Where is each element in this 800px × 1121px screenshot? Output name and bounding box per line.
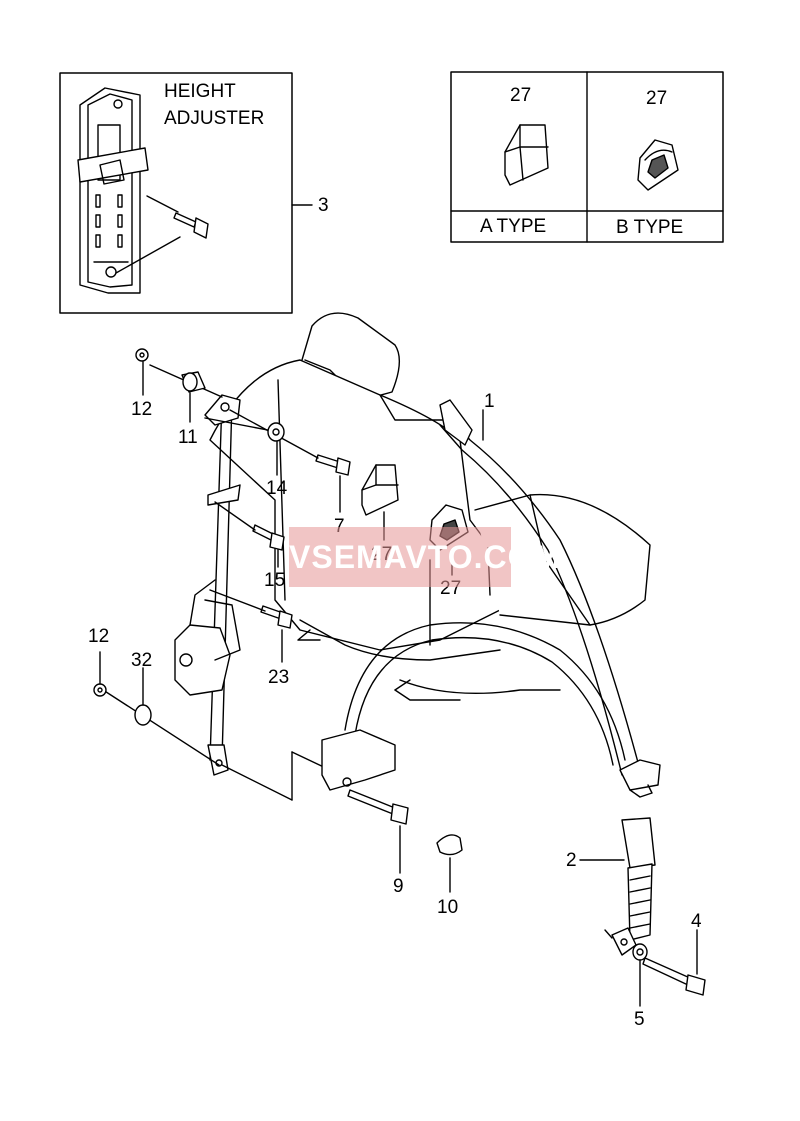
- small-parts: [93, 348, 706, 996]
- retractor-assembly: [99, 364, 331, 801]
- callout-15: 15: [264, 570, 286, 591]
- type-table: [450, 71, 724, 243]
- callout-32: 32: [131, 650, 153, 671]
- height-adjuster-title-line1: HEIGHT: [164, 81, 236, 102]
- callout-7: 7: [334, 517, 345, 536]
- height-adjuster-title-line2: ADJUSTER: [164, 108, 265, 129]
- callout-14: 14: [266, 478, 288, 499]
- callout-12-top: 12: [131, 399, 153, 420]
- callout-1: 1: [484, 391, 495, 412]
- b-type-part-number: 27: [646, 88, 668, 109]
- callout-leaders: [99, 361, 698, 1007]
- a-type-part-number: 27: [510, 85, 532, 106]
- watermark: VSEMAVTO.COM: [289, 527, 560, 587]
- callout-5: 5: [634, 1009, 645, 1030]
- callout-11: 11: [178, 427, 198, 448]
- callout-3: 3: [318, 195, 329, 216]
- callout-12-bottom: 12: [88, 626, 110, 647]
- callout-10: 10: [437, 897, 459, 918]
- callout-2: 2: [566, 850, 577, 871]
- clip-27-a-on-seat: [361, 464, 399, 516]
- callout-23: 23: [268, 667, 290, 688]
- callout-9: 9: [393, 876, 404, 897]
- height-adjuster-inset: [59, 72, 313, 314]
- a-type-label: A TYPE: [480, 216, 547, 237]
- b-type-label: B TYPE: [616, 217, 684, 238]
- callout-4: 4: [691, 911, 702, 932]
